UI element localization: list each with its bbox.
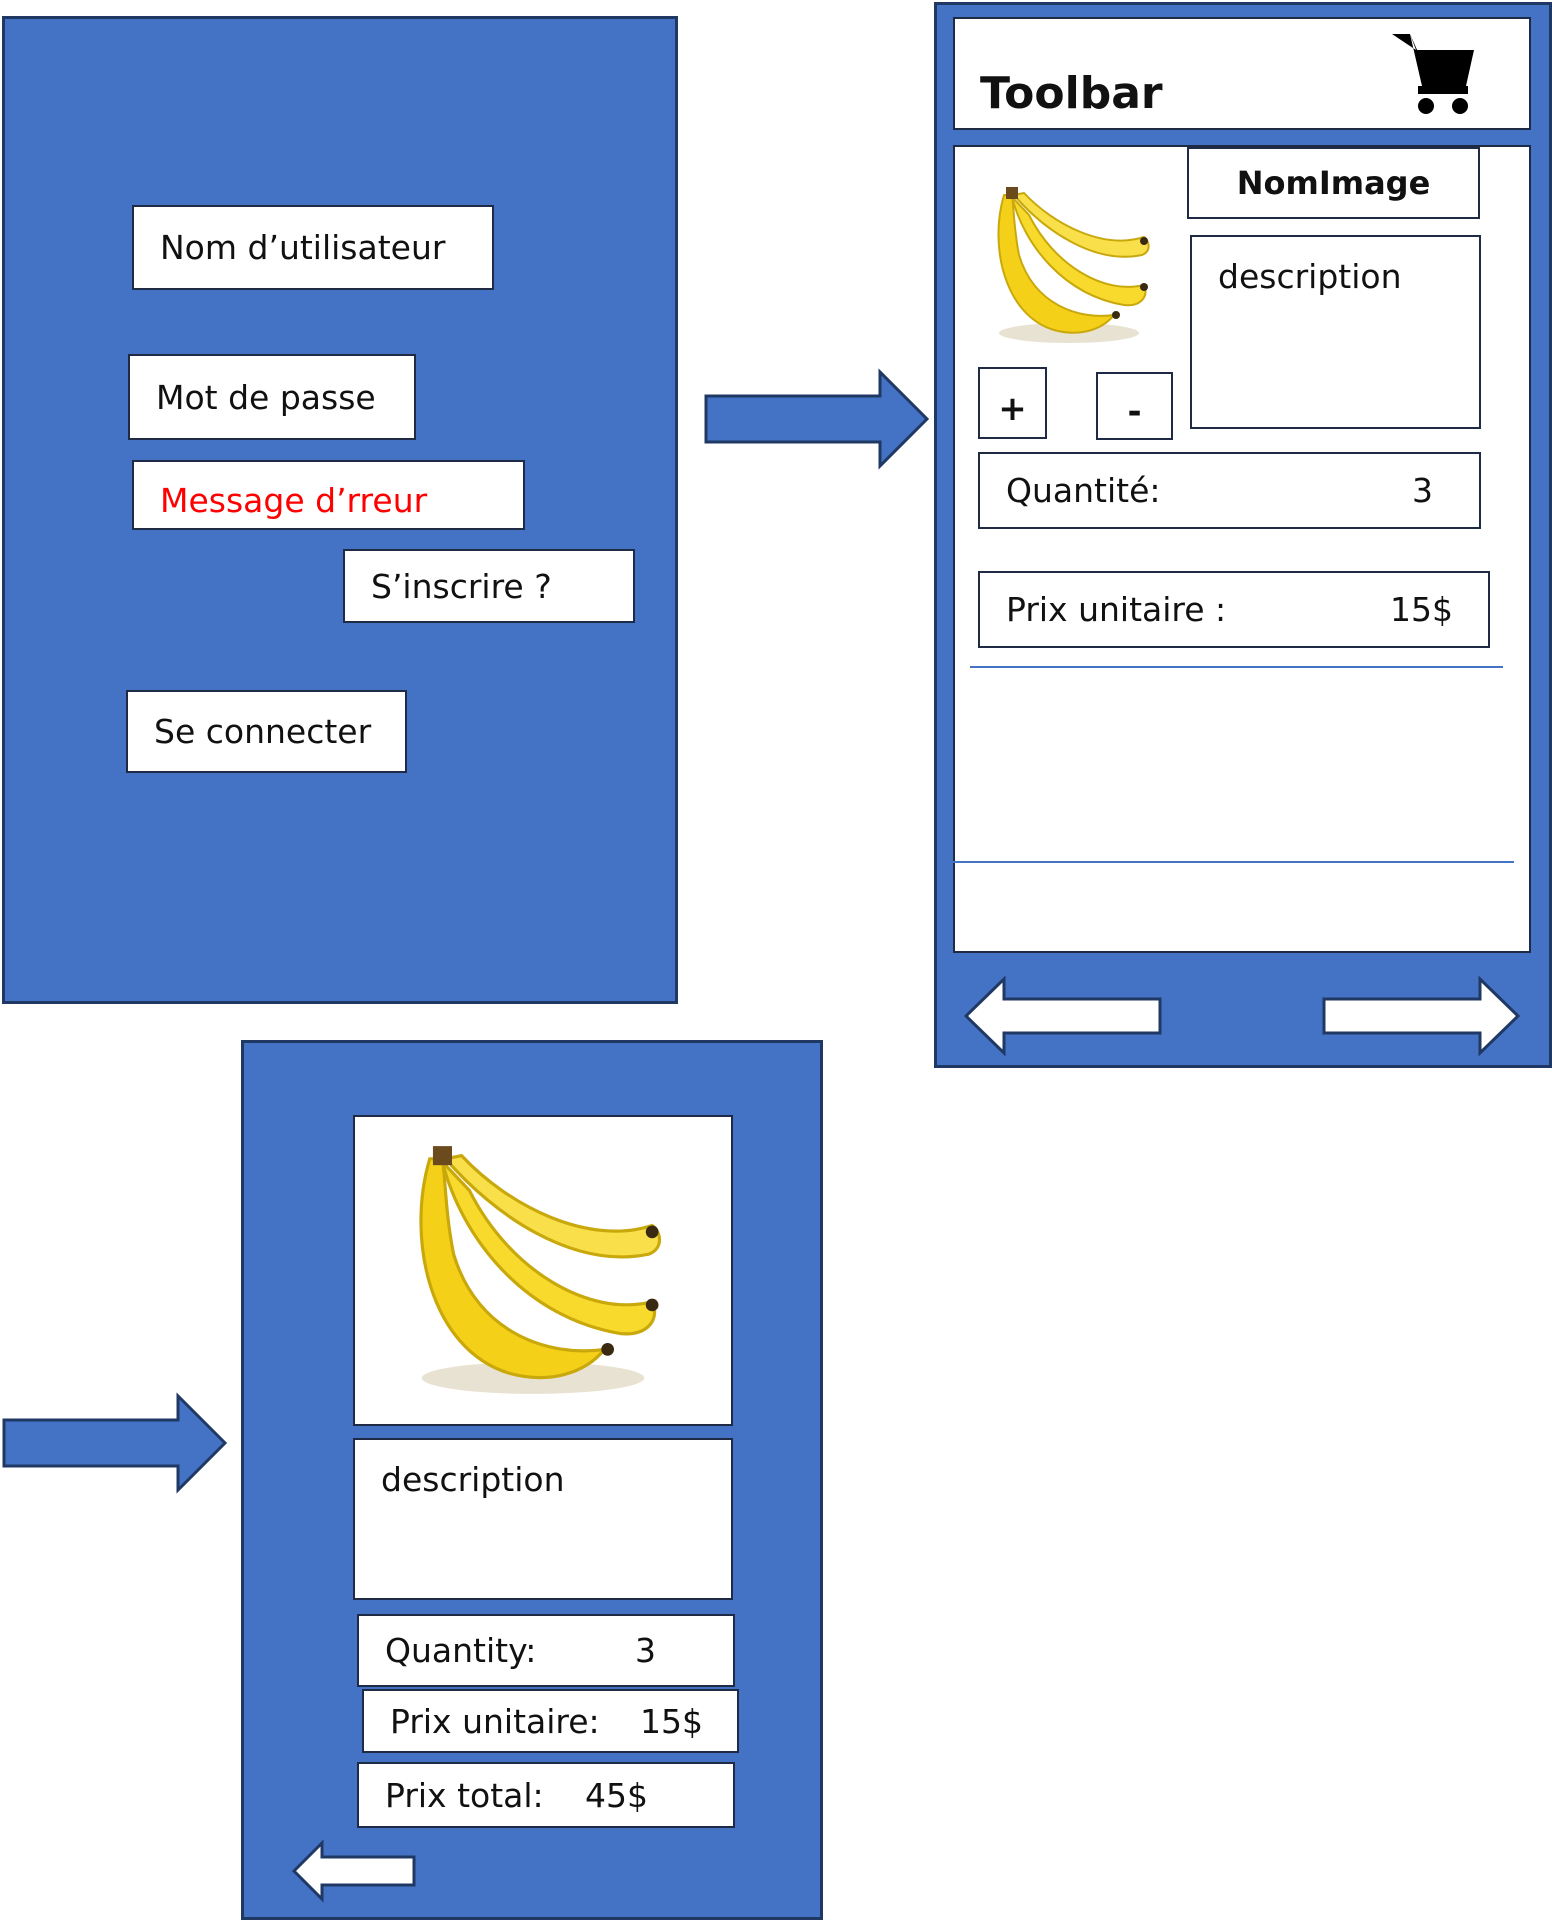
- product-image: [419, 1146, 662, 1394]
- username-placeholder: Nom d’utilisateur: [160, 228, 446, 267]
- flow-arrow-right-icon: [2, 1392, 228, 1494]
- list-divider: [953, 861, 1514, 863]
- unit-price-label: Prix unitaire :: [1006, 590, 1227, 629]
- plus-button[interactable]: +: [978, 367, 1047, 439]
- password-field[interactable]: Mot de passe: [128, 354, 416, 440]
- arrow-left-icon[interactable]: [291, 1839, 416, 1903]
- minus-icon: -: [1127, 392, 1142, 432]
- login-button-label: Se connecter: [154, 712, 372, 751]
- detail-unit-price-row: Prix unitaire: 15$: [362, 1689, 739, 1753]
- product-name-text: NomImage: [1236, 164, 1431, 202]
- arrow-left-icon[interactable]: [963, 975, 1162, 1057]
- minus-button[interactable]: -: [1096, 372, 1173, 440]
- error-message-text: Message d’rreur: [160, 481, 428, 520]
- arrow-right-icon[interactable]: [1322, 975, 1521, 1057]
- shopping-cart-icon[interactable]: [1390, 30, 1478, 118]
- quantity-label: Quantité:: [1006, 471, 1161, 510]
- signup-link-text: S’inscrire ?: [371, 566, 552, 606]
- password-placeholder: Mot de passe: [156, 377, 376, 417]
- quantity-value: 3: [1412, 471, 1433, 510]
- quantity-value: 3: [635, 1631, 656, 1670]
- unit-price-row: Prix unitaire : 15$: [978, 571, 1490, 648]
- error-message: Message d’rreur: [132, 460, 525, 530]
- quantity-row: Quantité: 3: [978, 452, 1481, 529]
- unit-price-value: 15$: [640, 1701, 703, 1741]
- plus-icon: +: [998, 389, 1027, 429]
- product-description: description: [1190, 235, 1481, 429]
- quantity-label: Quantity:: [385, 1631, 537, 1670]
- signup-link[interactable]: S’inscrire ?: [343, 549, 635, 623]
- toolbar-title: Toolbar: [980, 68, 1163, 119]
- product-image: [997, 187, 1150, 343]
- login-button[interactable]: Se connecter: [126, 690, 407, 773]
- description-text: description: [381, 1460, 565, 1499]
- detail-quantity-row: Quantity: 3: [357, 1614, 735, 1687]
- detail-total-row: Prix total: 45$: [357, 1762, 735, 1828]
- unit-price-value: 15$: [1390, 590, 1453, 629]
- description-text: description: [1218, 257, 1402, 296]
- flow-arrow-right-icon: [704, 368, 930, 470]
- list-divider: [970, 666, 1503, 668]
- username-field[interactable]: Nom d’utilisateur: [132, 205, 494, 290]
- total-value: 45$: [585, 1775, 648, 1815]
- product-name: NomImage: [1187, 147, 1480, 219]
- unit-price-label: Prix unitaire:: [390, 1701, 600, 1741]
- total-label: Prix total:: [385, 1775, 544, 1815]
- detail-description: description: [353, 1438, 733, 1600]
